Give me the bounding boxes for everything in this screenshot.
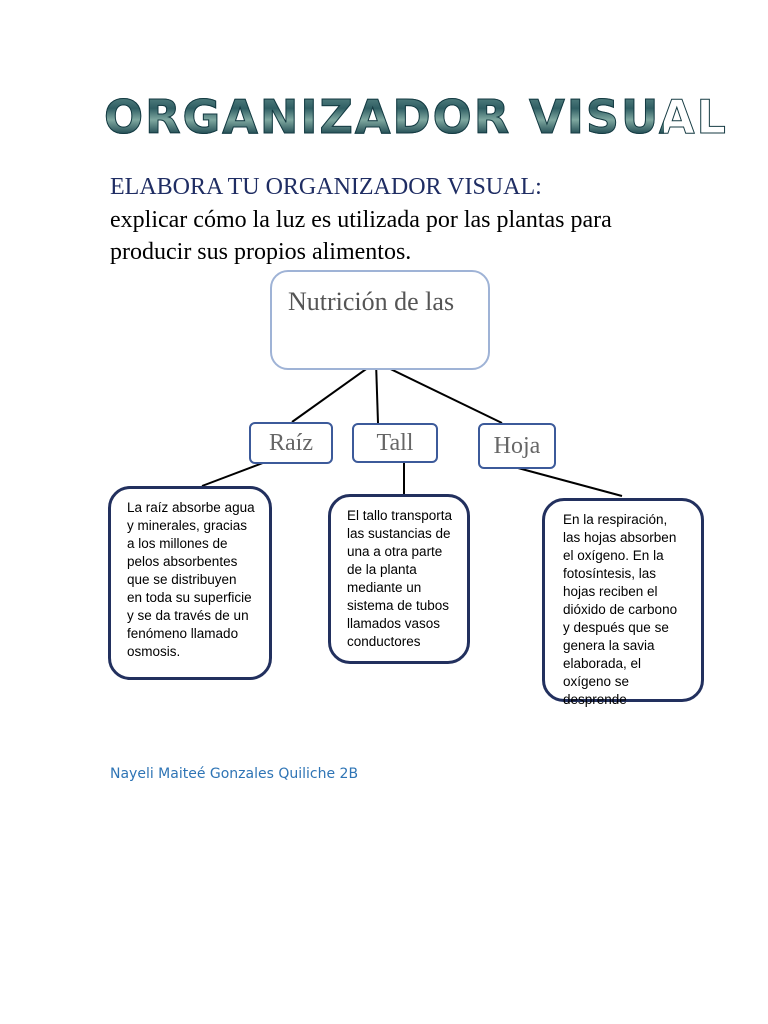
connector-root-tall xyxy=(375,361,379,424)
connector-hoja-desc xyxy=(517,467,623,497)
document-instruction: explicar cómo la luz es utilizada por la… xyxy=(110,207,612,265)
connector-root-hoja xyxy=(375,361,503,424)
branch-hoja-node: Hoja xyxy=(478,423,556,469)
connector-root-raiz xyxy=(291,361,377,423)
document-title: ORGANIZADOR VISUAL xyxy=(104,90,728,145)
diagram-root-node: Nutrición de las xyxy=(270,270,490,370)
branch-tall-description: El tallo transporta las sustancias de un… xyxy=(328,494,470,664)
branch-tall-node: Tall xyxy=(352,423,438,463)
branch-raiz-description: La raíz absorbe agua y minerales, gracia… xyxy=(108,486,272,680)
document-subtitle: ELABORA TU ORGANIZADOR VISUAL: xyxy=(110,174,542,200)
branch-raiz-node: Raíz xyxy=(249,422,333,464)
branch-hoja-description: En la respiración, las hojas absorben el… xyxy=(542,498,704,707)
author-name: Nayeli Maiteé Gonzales Quiliche 2B xyxy=(110,766,359,782)
